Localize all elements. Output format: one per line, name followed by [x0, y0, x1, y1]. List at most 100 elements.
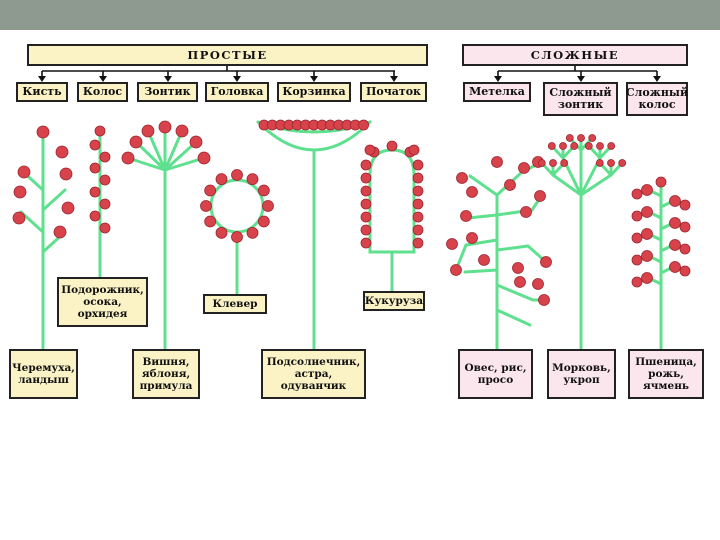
kist-branch-1	[41, 188, 67, 212]
kist-flower-6	[61, 201, 75, 215]
example-podsolnechnik: Подсолнечник, астра, одуванчик	[261, 349, 366, 399]
slozhny-kolos-flower-4-b	[631, 232, 643, 244]
kolos-flower-2	[89, 162, 101, 174]
kist-flower-top	[36, 125, 50, 139]
metelka-flower-13	[512, 262, 524, 274]
pochatok-flower-3	[412, 172, 424, 184]
pochatok-flower-6	[360, 198, 372, 210]
kist-flower-4	[59, 167, 73, 181]
slozhny-zontik-flower-0-0	[537, 159, 546, 167]
category-slozhny-zontik: Сложный зонтик	[543, 82, 618, 116]
slozhny-kolos-flower-7-a	[669, 261, 681, 273]
metelka-flower-9	[446, 238, 458, 250]
zontik-flower-0	[121, 151, 135, 165]
slozhny-kolos-flower-2-b	[631, 210, 643, 222]
metelka-flower-15	[532, 278, 544, 290]
zontik-ray-4	[163, 129, 184, 172]
example-morkov: Морковь, укроп	[547, 349, 616, 399]
top-bar	[0, 0, 720, 30]
slozhny-zontik-flower-1-1	[559, 142, 567, 150]
category-pochatok: Початок	[360, 82, 427, 102]
golovka-flower-0	[262, 200, 274, 212]
golovka-flower-10	[246, 173, 259, 186]
zontik-ray-2	[146, 129, 167, 172]
metelka-flower-14	[540, 256, 552, 268]
golovka-flower-3	[231, 231, 243, 243]
slozhny-zontik-flower-3-0	[584, 142, 593, 150]
pochatok-flower-2	[360, 172, 372, 184]
slozhny-kolos-flower-1-a	[669, 195, 681, 207]
golovka-flower-11	[257, 184, 270, 197]
kist-flower-3	[13, 185, 27, 199]
complex-arrow-1-head	[577, 76, 585, 82]
metelka-sub-5	[495, 308, 532, 327]
zontik-ray-6	[163, 156, 206, 172]
golovka-flower-2	[246, 226, 259, 239]
pochatok-flower-13	[412, 237, 424, 249]
complex-arrow-0-head	[494, 76, 502, 82]
slozhny-kolos-flower-8-a	[641, 272, 653, 284]
slozhny-zontik-flower-1-2	[570, 142, 579, 150]
slozhny-kolos-flower-3-b	[679, 221, 691, 233]
slozhny-kolos-flower-6-b	[631, 254, 643, 266]
simple-arrow-3-head	[233, 76, 241, 82]
slozhny-zontik-flower-0-2	[560, 159, 569, 167]
pochatok-flower-5	[412, 185, 424, 197]
pochatok-flower-0	[360, 159, 372, 171]
example-vishnya: Вишня, яблоня, примула	[132, 349, 200, 399]
korzinka-receptacle	[256, 120, 372, 152]
metelka-branch-4	[464, 238, 499, 247]
header-complex: СЛОЖНЫЕ	[462, 44, 688, 66]
slozhny-zontik-flower-0-1	[549, 159, 557, 167]
metelka-branch-5	[495, 244, 530, 252]
pochatok-flower-8	[360, 211, 372, 223]
complex-arrow-2-head	[653, 76, 661, 82]
metelka-flower-17	[538, 294, 550, 306]
zontik-flower-3	[158, 120, 172, 134]
slozhny-kolos-flower-4-a	[641, 228, 653, 240]
kolos-flower-4	[89, 186, 101, 198]
metelka-flower-8	[520, 206, 532, 218]
example-oves: Овес, рис, просо	[458, 349, 533, 399]
zontik-ray-0	[126, 156, 167, 172]
metelka-flower-10	[466, 232, 478, 244]
metelka-flower-0	[491, 156, 503, 168]
category-zontik: Зонтик	[137, 82, 198, 102]
slozhny-kolos-flower-2-a	[641, 206, 653, 218]
kist-flower-1	[17, 165, 31, 179]
slozhny-zontik-flower-2-2	[588, 134, 597, 142]
golovka-flower-1	[257, 215, 270, 228]
flowers	[12, 119, 691, 306]
korzinka-flower-12	[358, 119, 370, 131]
kolos-flower-top	[94, 125, 106, 137]
category-kolos: Колос	[77, 82, 128, 102]
zontik-flower-6	[197, 151, 211, 165]
kist-flower-7	[53, 225, 67, 239]
zontik-flower-1	[129, 135, 143, 149]
simple-arrow-0-head	[38, 76, 46, 82]
slozhny-kolos-flower-7-b	[679, 265, 691, 277]
slozhny-zontik-flower-4-1	[607, 159, 615, 167]
example-podorozhnik: Подорожник, осока, орхидея	[57, 277, 148, 327]
pochatok-flower-9	[412, 211, 424, 223]
example-kukuruza: Кукуруза	[363, 291, 425, 311]
category-metelka: Метелка	[463, 82, 531, 102]
slozhny-zontik-flower-4-0	[595, 159, 604, 167]
golovka-flower-6	[200, 200, 212, 212]
golovka-flower-5	[204, 215, 217, 228]
connector-lines	[38, 66, 661, 82]
kolos-flower-0	[89, 139, 101, 151]
slozhny-kolos-flower-0-a	[641, 184, 653, 196]
pochatok-flower-4	[360, 185, 372, 197]
metelka-flower-3	[518, 162, 530, 174]
metelka-flower-5	[504, 179, 516, 191]
metelka-flower-2	[466, 186, 478, 198]
category-kist: Кисть	[16, 82, 68, 102]
category-golovka: Головка	[205, 82, 269, 102]
kist-flower-5	[12, 211, 26, 225]
slozhny-zontik-flower-2-1	[577, 134, 585, 142]
pochatok-flower-18	[408, 144, 420, 156]
metelka-branch-2	[466, 213, 499, 220]
pochatok-body	[368, 148, 416, 254]
